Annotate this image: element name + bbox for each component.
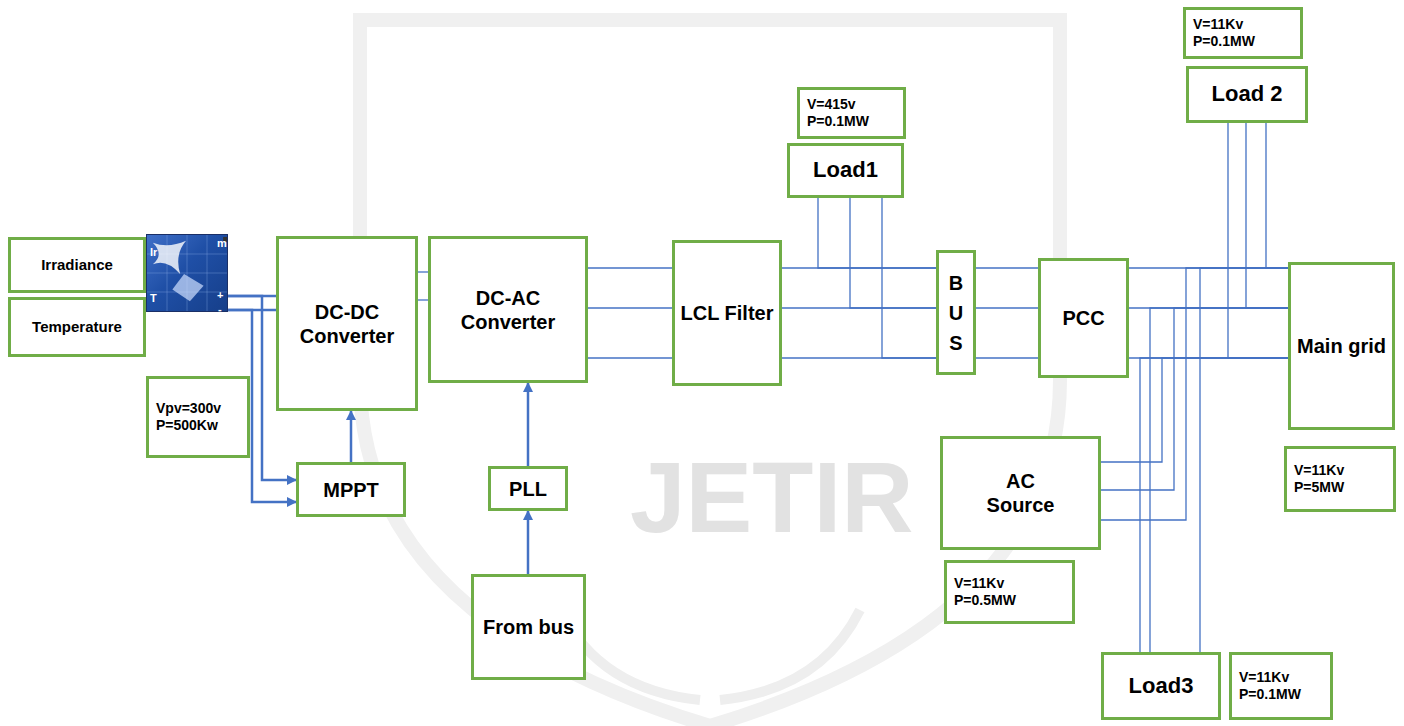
- terminal-label: m: [217, 238, 227, 249]
- terminal-label: T: [150, 293, 157, 304]
- rating-box: V=11Kv P=0.1MW: [1183, 7, 1303, 59]
- box-label: DC-AC Converter: [435, 286, 581, 334]
- wire: [588, 357, 672, 358]
- wire: [976, 267, 1038, 268]
- load-box: Load3: [1101, 652, 1221, 720]
- pv-panel: IrTm + -: [146, 234, 228, 312]
- load-box: Load 2: [1186, 66, 1308, 123]
- box-label: Load3: [1129, 673, 1194, 699]
- box-label: V=11Kv P=0.5MW: [954, 575, 1038, 609]
- wire: [588, 307, 672, 308]
- wire: [882, 198, 936, 358]
- control-box: MPPT: [296, 462, 406, 517]
- load-box: Load1: [787, 143, 904, 198]
- wire: [976, 307, 1038, 308]
- grid-box: Main grid: [1288, 262, 1395, 430]
- wire: [1246, 123, 1288, 308]
- wire: [1150, 308, 1288, 652]
- wire: [1200, 268, 1288, 652]
- box-label: Vpv=300v P=500Kw: [156, 400, 240, 434]
- box-label: B U S: [946, 268, 966, 358]
- converter-box: DC-AC Converter: [428, 236, 588, 383]
- box-label: AC Source: [981, 469, 1061, 517]
- box-label: DC-DC Converter: [283, 300, 411, 348]
- box-label: V=415v P=0.1MW: [807, 96, 891, 130]
- box-label: MPPT: [323, 478, 379, 502]
- wire: [418, 299, 428, 300]
- terminal-label: Ir: [150, 247, 157, 258]
- wire: [1266, 123, 1288, 268]
- bus-box: B U S: [936, 250, 976, 375]
- box-label: V=11Kv P=0.1MW: [1239, 669, 1323, 703]
- box-label: PCC: [1062, 306, 1104, 330]
- converter-box: DC-DC Converter: [276, 236, 418, 411]
- wire: [850, 198, 936, 308]
- rating-box: V=11Kv P=5MW: [1284, 446, 1396, 512]
- watermark: JETIR: [630, 440, 913, 555]
- input-box: Temperature: [8, 297, 146, 357]
- source-box: AC Source: [940, 436, 1101, 550]
- filter-box: LCL Filter: [672, 240, 782, 386]
- wire: [1101, 308, 1288, 490]
- box-label: V=11Kv P=5MW: [1294, 462, 1378, 496]
- wire: [976, 357, 1038, 358]
- wire: [1140, 358, 1288, 652]
- box-label: Temperature: [32, 318, 122, 336]
- pv-cells: [147, 235, 227, 311]
- box-label: V=11Kv P=0.1MW: [1193, 16, 1277, 50]
- wire: [1101, 268, 1288, 520]
- wire: [418, 271, 428, 272]
- box-label: From bus: [483, 615, 574, 639]
- rating-box: V=11Kv P=0.5MW: [944, 560, 1075, 624]
- wire: [588, 267, 672, 268]
- wire: [818, 198, 936, 268]
- pcc-box: PCC: [1038, 258, 1129, 378]
- box-label: Main grid: [1297, 334, 1386, 358]
- box-label: Load1: [813, 157, 878, 183]
- input-box: Irradiance: [8, 237, 146, 293]
- signal-box: From bus: [471, 574, 586, 680]
- rating-box: Vpv=300v P=500Kw: [146, 376, 250, 458]
- wreath-mark: [560, 610, 860, 700]
- box-label: Load 2: [1212, 81, 1283, 107]
- box-label: LCL Filter: [681, 301, 774, 325]
- signal-arrow: [527, 383, 530, 466]
- rating-box: V=415v P=0.1MW: [797, 87, 906, 139]
- signal-arrow: [527, 511, 530, 574]
- control-box: PLL: [488, 466, 568, 511]
- wire: [1228, 123, 1288, 358]
- rating-box: V=11Kv P=0.1MW: [1229, 652, 1333, 720]
- terminal-label: +: [217, 290, 223, 301]
- wire: [1101, 358, 1288, 462]
- box-label: PLL: [509, 477, 547, 501]
- signal-arrow: [350, 411, 353, 462]
- box-label: Irradiance: [41, 256, 113, 274]
- terminal-label: -: [218, 304, 222, 315]
